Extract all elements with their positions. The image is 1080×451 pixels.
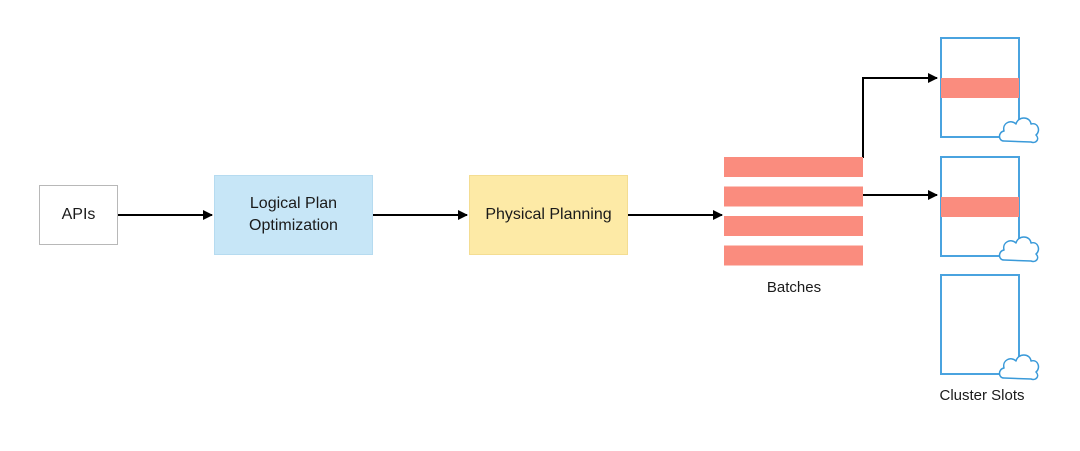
batch-bar-2 [724, 186, 863, 207]
batches-stack [724, 157, 863, 266]
apis-node: APIs [39, 185, 118, 245]
allocated-batch-band [941, 78, 1019, 98]
cluster-slots-label: Cluster Slots [939, 387, 1025, 404]
batch-bar-4 [724, 245, 863, 266]
batch-bar-3 [724, 216, 863, 236]
physical-planning-node: Physical Planning [469, 175, 628, 255]
cloud-icon [998, 117, 1040, 144]
batches-label: Batches [766, 279, 822, 296]
arrow-batch-to-cluster-slot-1 [862, 73, 938, 158]
logical-plan-optimization-node: Logical Plan Optimization [214, 175, 373, 255]
cluster-slot-1 [940, 37, 1040, 144]
cluster-slots-group [940, 37, 1040, 381]
cluster-slot-frame [940, 274, 1020, 375]
cloud-icon [998, 354, 1040, 381]
batch-bar-1 [724, 157, 863, 177]
cloud-icon [998, 236, 1040, 263]
cluster-slot-2 [940, 156, 1040, 263]
allocated-batch-band [941, 197, 1019, 217]
cluster-slot-3 [940, 274, 1040, 381]
